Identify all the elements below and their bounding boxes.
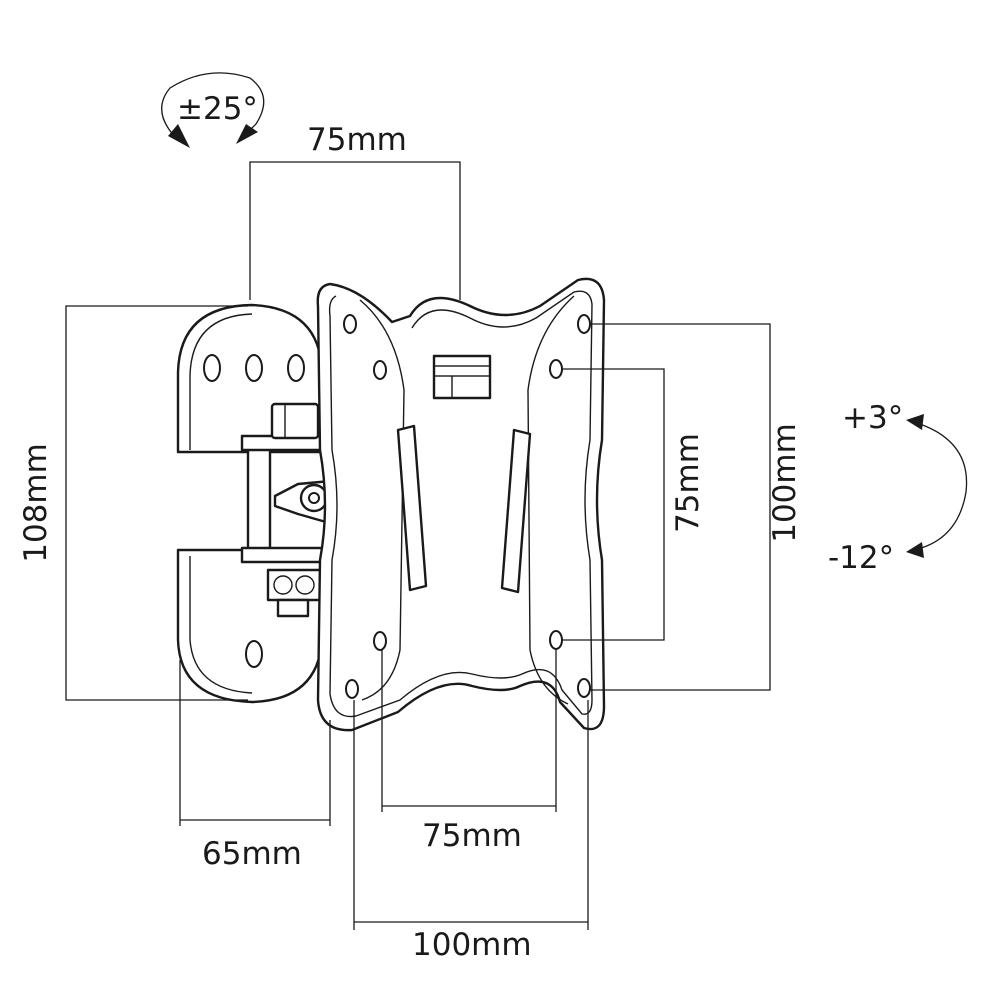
tilt-arrow-icon xyxy=(906,414,968,558)
vesa-hole xyxy=(577,678,591,698)
vesa-hole xyxy=(345,679,359,699)
swivel-arrow-icon xyxy=(161,72,265,148)
vesa-hole xyxy=(577,314,591,334)
bracket-hole xyxy=(287,354,305,382)
tilt-down-label: -12° xyxy=(828,540,894,576)
dim-vesa-small-vertical: 75mm xyxy=(670,433,706,533)
dim-arm-hole-spacing: 75mm xyxy=(307,122,407,158)
vesa-hole xyxy=(549,630,563,650)
bracket-hole xyxy=(245,354,263,382)
bracket-hole xyxy=(245,640,263,668)
plate-slot xyxy=(500,428,532,594)
dim-arm-height: 108mm xyxy=(18,443,54,563)
vesa-hole xyxy=(373,360,387,380)
wall-bracket xyxy=(176,303,324,704)
vesa-plate xyxy=(316,277,606,732)
dim-wall-depth: 65mm xyxy=(202,836,302,872)
plate-slot xyxy=(396,424,428,592)
dim-vesa-large-horizontal: 100mm xyxy=(412,927,532,963)
vesa-hole xyxy=(549,359,563,379)
bracket-hole xyxy=(203,354,221,382)
dim-vesa-large-vertical: 100mm xyxy=(767,423,803,543)
dimension-lines xyxy=(65,161,771,930)
tilt-up-label: +3° xyxy=(842,400,903,436)
vesa-hole xyxy=(343,314,357,334)
vesa-hole xyxy=(373,631,387,651)
swivel-label: ±25° xyxy=(177,91,258,127)
dim-vesa-small-horizontal: 75mm xyxy=(422,818,522,854)
